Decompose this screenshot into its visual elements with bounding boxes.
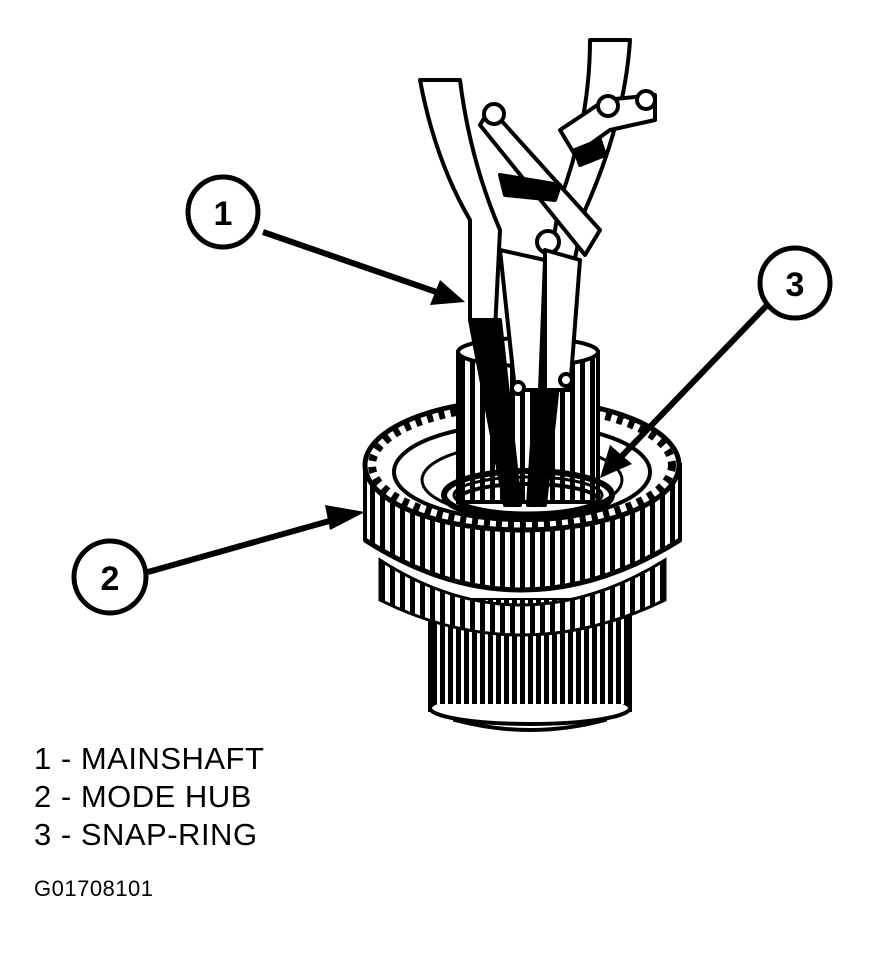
legend-item-snap-ring: 3 - SNAP-RING [34,816,264,854]
legend-separator: - [51,779,81,814]
callout-3: 3 [600,245,833,478]
callout-1-number: 1 [214,195,233,233]
legend-item-mainshaft: 1 - MAINSHAFT [34,740,264,778]
snap-ring-pliers [418,38,657,507]
callout-2: 2 [71,505,365,616]
legend-separator: - [51,741,81,776]
legend-separator: - [51,817,81,852]
legend-label: MODE HUB [80,779,252,814]
legend-item-mode-hub: 2 - MODE HUB [34,778,264,816]
legend-label: SNAP-RING [80,817,258,852]
legend-number: 1 [34,741,52,776]
callout-1: 1 [185,174,465,305]
legend-label: MAINSHAFT [80,741,265,776]
callout-3-number: 3 [786,266,805,304]
legend-number: 3 [34,817,52,852]
figure-id: G01708101 [34,876,154,901]
callout-2-number: 2 [101,560,120,598]
legend: 1 - MAINSHAFT 2 - MODE HUB 3 - SNAP-RING [34,740,264,854]
legend-number: 2 [34,779,52,814]
